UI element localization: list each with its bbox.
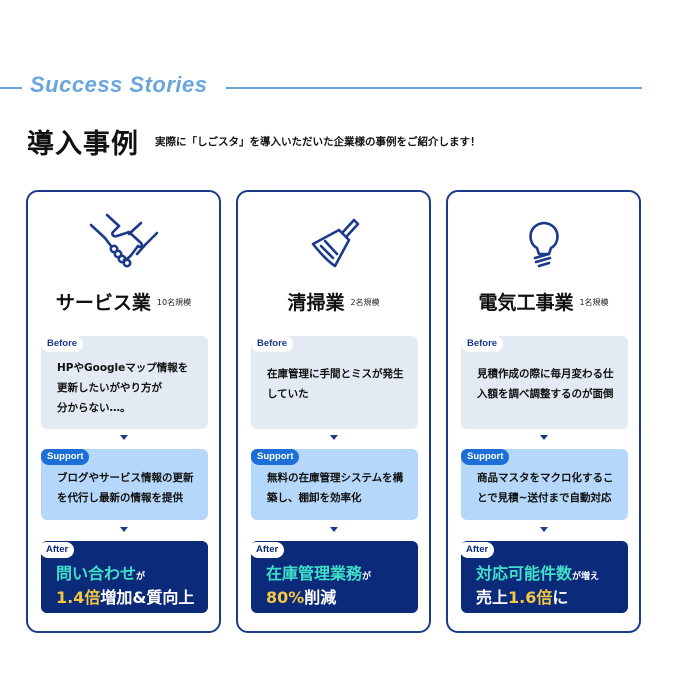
case-card-electrical: 電気工事業 1名規模 Before 見積作成の際に毎月変わる仕 入額を調べ調整する… [446,190,641,633]
before-text: HPやGoogleマップ情報を 更新したいがやり方が 分からない…。 [57,358,200,418]
down-arrow-icon [329,527,338,532]
case-card-service: サービス業 10名規模 Before HPやGoogleマップ情報を 更新したいが… [26,190,221,633]
after-result-line2: 売上1.6倍に [476,584,568,608]
case-card-cleaning: 清掃業 2名規模 Before 在庫管理に手間とミスが発生 していた Suppor… [236,190,431,633]
industry-name: 電気工事業 [478,292,574,314]
down-arrow-icon [329,435,338,440]
before-tag: Before [41,336,84,352]
after-result-line1: 在庫管理業務が [266,560,371,584]
after-result-line2: 80%削減 [266,584,336,608]
lightbulb-icon [528,221,559,268]
after-suffix: に [552,588,569,607]
after-result-line1: 対応可能件数が増え [476,560,599,584]
support-line: 無料の在庫管理システムを構 [267,472,404,484]
header-divider-right [226,87,642,89]
support-line: を代行し最新の情報を提供 [57,492,183,504]
after-metric: 1.4倍 [56,588,101,607]
page-subtitle: 実際に「しごスタ」を導入いただいた企業様の事例をご紹介します！ [155,136,481,148]
industry-heading: 清掃業 2名規模 [238,288,429,315]
industry-name: サービス業 [55,292,151,314]
before-tag: Before [251,336,294,352]
handshake-icon [89,213,158,268]
support-box: Support ブログやサービス情報の更新 を代行し最新の情報を提供 [41,449,208,520]
after-result-line2: 1.4倍増加&質向上 [56,584,194,608]
before-text: 在庫管理に手間とミスが発生 していた [267,364,410,404]
after-box: After 対応可能件数が増え 売上1.6倍に [460,541,628,613]
before-box: Before 在庫管理に手間とミスが発生 していた [251,336,418,429]
down-arrow-icon [539,527,548,532]
after-suffix: が [362,572,372,582]
support-line: 商品マスタをマクロ化するこ [477,472,614,484]
after-tag: After [40,542,75,558]
before-line: 見積作成の際に毎月変わる仕 [477,368,614,380]
before-text: 見積作成の際に毎月変わる仕 入額を調べ調整するのが面倒 [477,364,620,404]
broom-icon [311,218,359,268]
down-arrow-icon [119,527,128,532]
industry-heading: 電気工事業 1名規模 [448,288,639,315]
before-box: Before 見積作成の際に毎月変わる仕 入額を調べ調整するのが面倒 [461,336,628,429]
after-highlight: 在庫管理業務 [266,564,363,583]
support-tag: Support [461,449,510,465]
support-text: 無料の在庫管理システムを構 築し、棚卸を効率化 [267,468,410,508]
before-line: 在庫管理に手間とミスが発生 [267,368,404,380]
industry-heading: サービス業 10名規模 [28,288,219,315]
before-line: HPやGoogleマップ情報を [57,362,189,374]
after-tag: After [250,542,285,558]
support-line: 築し、棚卸を効率化 [267,492,362,504]
before-line: 更新したいがやり方が [57,382,162,394]
after-metric: 1.6倍 [508,588,553,607]
support-line: ブログやサービス情報の更新 [57,472,194,484]
after-box: After 問い合わせが 1.4倍増加&質向上 [40,541,208,613]
after-box: After 在庫管理業務が 80%削減 [250,541,418,613]
after-result-line1: 問い合わせが [56,560,145,584]
support-tag: Support [251,449,300,465]
after-suffix: が [136,572,146,582]
page-title: 導入事例 [27,129,139,160]
support-text: ブログやサービス情報の更新 を代行し最新の情報を提供 [57,468,200,508]
support-tag: Support [41,449,90,465]
after-suffix: が増え [572,572,600,582]
after-highlight: 対応可能件数 [476,564,573,583]
before-tag: Before [461,336,504,352]
after-suffix: 削減 [304,588,337,607]
support-box: Support 商品マスタをマクロ化するこ とで見積~送付まで自動対応 [461,449,628,520]
section-eyebrow: Success Stories [30,72,208,97]
support-box: Support 無料の在庫管理システムを構 築し、棚卸を効率化 [251,449,418,520]
industry-name: 清掃業 [287,292,345,314]
after-prefix: 売上 [476,588,509,607]
down-arrow-icon [539,435,548,440]
company-scale: 1名規模 [579,298,609,307]
company-scale: 10名規模 [156,298,192,307]
before-box: Before HPやGoogleマップ情報を 更新したいがやり方が 分からない…… [41,336,208,429]
before-line: 入額を調べ調整するのが面倒 [477,388,614,400]
after-tag: After [460,542,495,558]
down-arrow-icon [119,435,128,440]
company-scale: 2名規模 [350,298,380,307]
before-line: 分からない…。 [57,402,131,414]
after-highlight: 問い合わせ [56,564,137,583]
after-suffix: 増加&質向上 [100,588,195,607]
header-divider-left [0,87,22,89]
support-text: 商品マスタをマクロ化するこ とで見積~送付まで自動対応 [477,468,620,508]
before-line: していた [267,388,309,400]
after-metric: 80% [266,588,305,607]
support-line: とで見積~送付まで自動対応 [477,492,612,504]
